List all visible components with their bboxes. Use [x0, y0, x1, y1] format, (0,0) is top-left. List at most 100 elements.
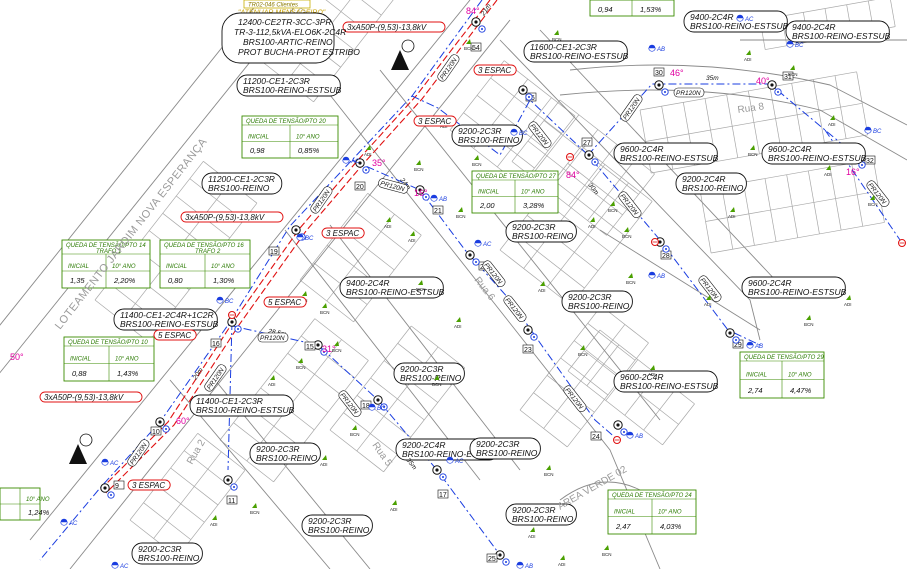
lot-marker-icon: BCN [456, 207, 466, 219]
pole-number: 29 [734, 342, 742, 349]
svg-text:ADI: ADI [408, 238, 416, 243]
lot-marker-icon: BCN [464, 39, 474, 51]
span-distance: 35m [706, 75, 719, 82]
svg-text:BRS100-REINO: BRS100-REINO [400, 373, 462, 383]
svg-text:ADI: ADI [384, 224, 392, 229]
pole-number: 16 [212, 341, 220, 348]
street-label: Rua 5 [370, 440, 395, 469]
span-distance: 21m [479, 2, 493, 18]
svg-text:ADI: ADI [844, 302, 852, 307]
pole-number-box [226, 495, 238, 505]
cable-callout: 3 ESPAC [321, 227, 365, 239]
connection-dot [594, 161, 596, 163]
svg-text:ADI: ADI [440, 124, 448, 129]
service-bulb-icon: AC [60, 518, 78, 527]
lot-marker-icon: ADI [828, 115, 836, 127]
svg-text:BCN: BCN [602, 552, 612, 557]
pole-number-box [470, 42, 482, 52]
lot-marker-icon: BCN [626, 273, 636, 285]
svg-text:2,20%: 2,20% [113, 276, 136, 285]
svg-text:3 ESPAC: 3 ESPAC [132, 481, 165, 490]
svg-text:9200-2C3R: 9200-2C3R [138, 544, 181, 554]
connection-dot [623, 431, 625, 433]
pole-number-box [653, 67, 665, 77]
svg-text:3 ESPAC: 3 ESPAC [418, 117, 451, 126]
header-line-1: 12400-CE2TR-3CC-3PR [238, 17, 332, 27]
svg-text:ADI: ADI [588, 224, 596, 229]
svg-text:10° ANO: 10° ANO [521, 190, 545, 196]
svg-text:BRS100-REINO-ESTSUB: BRS100-REINO-ESTSUB [748, 287, 847, 297]
svg-text:ADI: ADI [390, 507, 398, 512]
svg-text:1,43%: 1,43% [117, 369, 139, 378]
pole-number-box [522, 344, 534, 354]
svg-text:10° ANO: 10° ANO [115, 357, 139, 363]
street-label: LOTEAMENTO JARDIM NOVA ESPERANÇA [53, 136, 210, 332]
lot-marker-icon: BCN [788, 65, 798, 77]
pole-center [498, 553, 502, 557]
connection-dot [861, 164, 863, 166]
service-bulb-icon: BC [786, 40, 804, 49]
svg-text:BRS100-REINO: BRS100-REINO [512, 231, 574, 241]
svg-text:AC: AC [350, 159, 360, 165]
connection-dot [237, 328, 239, 330]
svg-text:BCN: BCN [788, 72, 798, 77]
svg-text:9200-2C4R: 9200-2C4R [402, 440, 445, 450]
svg-text:3xA50P-(9,53)-13,8kV: 3xA50P-(9,53)-13,8kV [44, 393, 124, 402]
header-title: TR02-046 Clientes [248, 3, 298, 9]
cable-callout: 3 ESPAC [127, 479, 171, 491]
svg-text:BCN: BCN [350, 432, 360, 437]
pr-label: PR120N [204, 364, 227, 392]
svg-text:INICIAL: INICIAL [478, 190, 499, 196]
transformer-bushing-icon [401, 39, 415, 53]
svg-text:9200-2C3R: 9200-2C3R [400, 364, 443, 374]
svg-text:QUEDA DE TENSÃO/PTO 16: QUEDA DE TENSÃO/PTO 16 [164, 242, 244, 249]
pr-label: PR120N [673, 87, 705, 98]
svg-text:INICIAL: INICIAL [166, 264, 187, 270]
pr-label: PR120N [257, 332, 289, 343]
poles: 5426273031322021222823291916151824101711… [69, 17, 906, 566]
span-distance: 30m [586, 182, 600, 197]
svg-text:BCN: BCN [464, 46, 474, 51]
svg-text:BRS100-REINO-ESTSUB: BRS100-REINO-ESTSUB [620, 381, 719, 391]
svg-text:10° ANO: 10° ANO [211, 264, 235, 270]
svg-text:0,88: 0,88 [72, 369, 87, 378]
lot-marker-icon: BCN [250, 503, 260, 515]
svg-text:ADI: ADI [210, 522, 218, 527]
lot-marker-icon: BCN [622, 227, 632, 239]
pole-number-box [354, 181, 366, 191]
pole-center [158, 420, 162, 424]
service-bulb-icon: AC [474, 239, 492, 248]
svg-text:BRS100-REINO-ESTSUB: BRS100-REINO-ESTSUB [792, 31, 891, 41]
lot-marker-icon: ADI [728, 207, 736, 219]
svg-text:BCN: BCN [608, 208, 618, 213]
svg-text:1,35: 1,35 [70, 276, 85, 285]
svg-text:BCN: BCN [320, 310, 330, 315]
lot-marker-icon: ADI [538, 281, 546, 293]
lot-marker-icon: ADI [454, 317, 462, 329]
angle-label: 40° [756, 76, 770, 86]
svg-text:AC: AC [68, 521, 78, 527]
lot-marker-icon: BCN [350, 425, 360, 437]
svg-text:BCN: BCN [432, 382, 442, 387]
pole-number: 28 [662, 253, 670, 260]
lot-marker-icon: BCN [804, 315, 814, 327]
svg-text:BRS100-REINO: BRS100-REINO [208, 183, 270, 193]
svg-text:BRS100-REINO-ESTSUB: BRS100-REINO-ESTSUB [346, 287, 445, 297]
svg-text:TRAFO 1: TRAFO 1 [96, 249, 121, 255]
lot-marker-icon: ADI [648, 365, 656, 377]
pole-number: 18 [362, 403, 370, 410]
svg-text:AB: AB [438, 197, 447, 203]
pole-number: 32 [866, 158, 874, 165]
service-bulb-icon: AB [746, 341, 763, 350]
